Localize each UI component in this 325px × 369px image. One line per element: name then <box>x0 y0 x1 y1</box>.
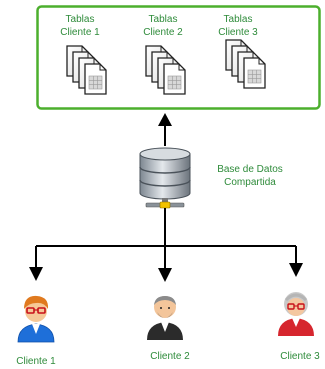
connector-db-to-clients <box>35 208 297 270</box>
table-group-cliente-3: Tablas Cliente 3 <box>218 14 266 89</box>
user-bald-beard-icon <box>147 296 183 340</box>
user-redhair-glasses-icon <box>17 295 55 343</box>
arrow-to-cliente-3 <box>289 263 303 277</box>
database-server-icon <box>139 147 191 209</box>
table-group-label-line1: Tablas <box>66 14 95 25</box>
database-label-line1: Base de Datos <box>217 164 283 175</box>
table-group-label-line2: Cliente 2 <box>143 27 183 38</box>
arrow-to-cliente-1 <box>29 267 43 281</box>
table-group-label-line2: Cliente 1 <box>60 27 100 38</box>
table-group-cliente-1: Tablas Cliente 1 <box>60 14 107 95</box>
user-grayhair-glasses-icon <box>278 292 314 336</box>
table-group-label-line1: Tablas <box>224 14 253 25</box>
table-group-label-line1: Tablas <box>149 14 178 25</box>
client-label-3: Cliente 3 <box>280 351 320 362</box>
table-group-cliente-2: Tablas Cliente 2 <box>143 14 186 95</box>
arrow-to-cliente-2 <box>158 268 172 282</box>
database-label-line2: Compartida <box>224 177 276 188</box>
client-label-1: Cliente 1 <box>16 356 56 367</box>
arrow-db-to-tables <box>158 113 172 146</box>
client-label-2: Cliente 2 <box>150 351 190 362</box>
table-group-label-line2: Cliente 3 <box>218 27 258 38</box>
